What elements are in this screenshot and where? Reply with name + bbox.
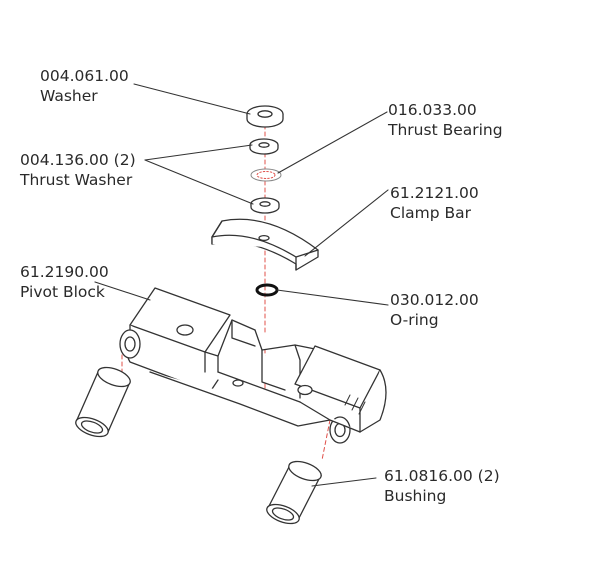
clamp-bar-label: 61.2121.00 Clamp Bar: [390, 183, 479, 223]
o-ring-label: 030.012.00 O-ring: [390, 290, 479, 330]
bushing-right-part: [266, 460, 322, 525]
part-name: O-ring: [390, 311, 439, 329]
part-number: 004.061.00: [40, 67, 129, 85]
washer-label: 004.061.00 Washer: [40, 66, 129, 106]
part-name: Thrust Washer: [20, 171, 133, 189]
part-number: 016.033.00: [388, 101, 477, 119]
clamp-bar-part: [211, 218, 319, 271]
part-name: Washer: [40, 87, 98, 105]
leader-lines: [94, 83, 389, 487]
part-number: 61.2190.00: [20, 263, 109, 281]
part-number: 030.012.00: [390, 291, 479, 309]
thrust-bearing-part: [250, 168, 282, 182]
pivot-block-label: 61.2190.00 Pivot Block: [20, 262, 109, 302]
thrust-washer-top-part: [249, 138, 279, 155]
part-name: Clamp Bar: [390, 204, 471, 222]
pivot-block-part: [119, 287, 387, 444]
thrust-washer-label: 004.136.00 (2) Thrust Washer: [20, 150, 136, 190]
part-number: 61.2121.00: [390, 184, 479, 202]
bushing-left-part: [75, 366, 131, 438]
bushing-label: 61.0816.00 (2) Bushing: [384, 466, 500, 506]
part-name: Bushing: [384, 487, 447, 505]
part-number: 61.0816.00 (2): [384, 467, 500, 485]
part-name: Pivot Block: [20, 283, 105, 301]
o-ring-part: [255, 283, 279, 297]
thrust-bearing-label: 016.033.00 Thrust Bearing: [388, 100, 503, 140]
thrust-washer-bottom-part: [250, 197, 280, 214]
part-number: 004.136.00 (2): [20, 151, 136, 169]
part-name: Thrust Bearing: [388, 121, 503, 139]
washer-part: [246, 105, 284, 128]
